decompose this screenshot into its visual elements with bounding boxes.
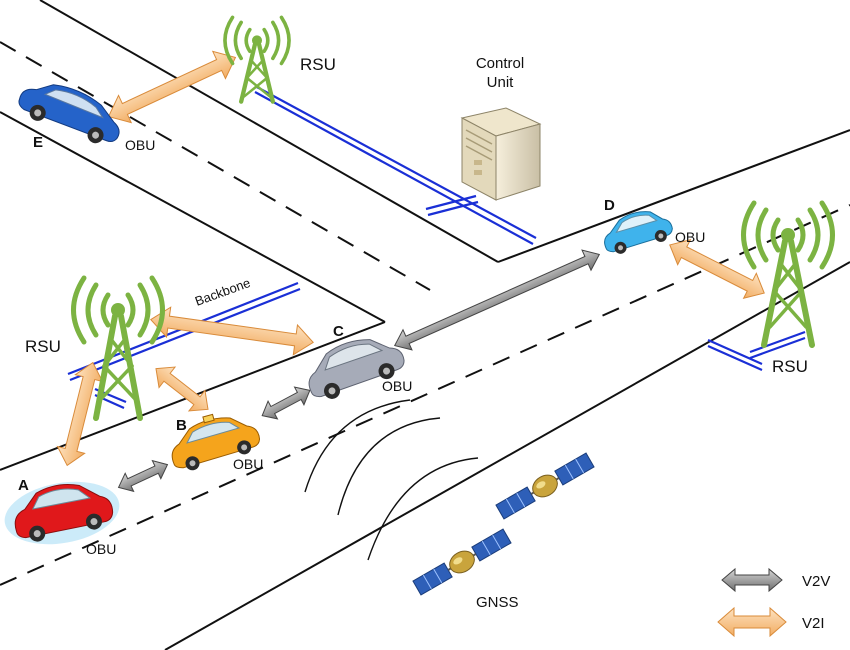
- legend-label-v2v: V2V: [802, 573, 830, 590]
- text-labels: RSU RSU RSU Control Unit Backbone GNSS A…: [18, 55, 808, 611]
- satellite-icon-upper: [495, 452, 595, 520]
- v2i-arrow-d-rsu: [669, 238, 765, 300]
- v2i-arrow-rsu-a: [56, 361, 104, 467]
- obu-label-a: OBU: [86, 541, 116, 557]
- road-centerline-main: [0, 204, 850, 586]
- obu-label-b: OBU: [233, 456, 263, 472]
- obu-label-e: OBU: [125, 137, 155, 153]
- gnss-signal-arcs: [304, 399, 479, 561]
- v2v-arrow-c-d: [393, 249, 601, 351]
- car-c-label: C: [333, 323, 344, 340]
- car-e-icon: [18, 84, 120, 144]
- road-centerline-side: [0, 41, 431, 291]
- car-c-icon: [308, 339, 405, 399]
- control-unit-label-line2: Unit: [487, 74, 515, 91]
- backbone-cables: [67, 85, 806, 410]
- rsu-label-right: RSU: [772, 357, 808, 376]
- obu-label-c: OBU: [382, 378, 412, 394]
- rsu-tower-right: [741, 200, 835, 348]
- v2i-arrows: [56, 50, 765, 467]
- v2v-arrow-a-b: [117, 459, 169, 493]
- car-e-label: E: [33, 134, 43, 151]
- car-b-icon: [171, 413, 261, 471]
- v2i-arrow-rsu-b: [155, 366, 209, 412]
- legend: V2V V2I: [717, 567, 830, 638]
- road-edge-main-bottom: [164, 261, 850, 650]
- v2v-arrow-b-c: [261, 386, 311, 420]
- legend-label-v2i: V2I: [802, 615, 825, 632]
- road-edge-main-top-right: [497, 129, 850, 263]
- rsu-label-top: RSU: [300, 55, 336, 74]
- v2v-arrows: [117, 249, 601, 493]
- backbone-right: [707, 330, 806, 372]
- car-d-icon: [604, 211, 673, 254]
- legend-v2v-arrow-icon: [721, 567, 783, 593]
- backbone-top: [254, 85, 537, 245]
- car-a-icon: [4, 481, 120, 545]
- rsu-label-left: RSU: [25, 337, 61, 356]
- obu-label-d: OBU: [675, 229, 705, 245]
- rsu-tower-left: [71, 275, 165, 421]
- satellite-icon-lower: [412, 528, 512, 596]
- v2i-arrow-rsu-c: [150, 306, 314, 356]
- gnss-label: GNSS: [476, 594, 519, 611]
- v2i-arrow-e-rsu: [107, 50, 237, 124]
- legend-v2i-arrow-icon: [717, 606, 787, 638]
- road-edge-side-lower: [0, 111, 386, 323]
- car-b-label: B: [176, 417, 187, 434]
- control-unit-label-line1: Control: [476, 55, 524, 72]
- car-a-label: A: [18, 477, 29, 494]
- car-d-label: D: [604, 197, 615, 214]
- road-edge-side-upper: [39, 0, 499, 263]
- control-unit-server-icon: [460, 107, 542, 201]
- rsu-tower-top: [223, 15, 291, 104]
